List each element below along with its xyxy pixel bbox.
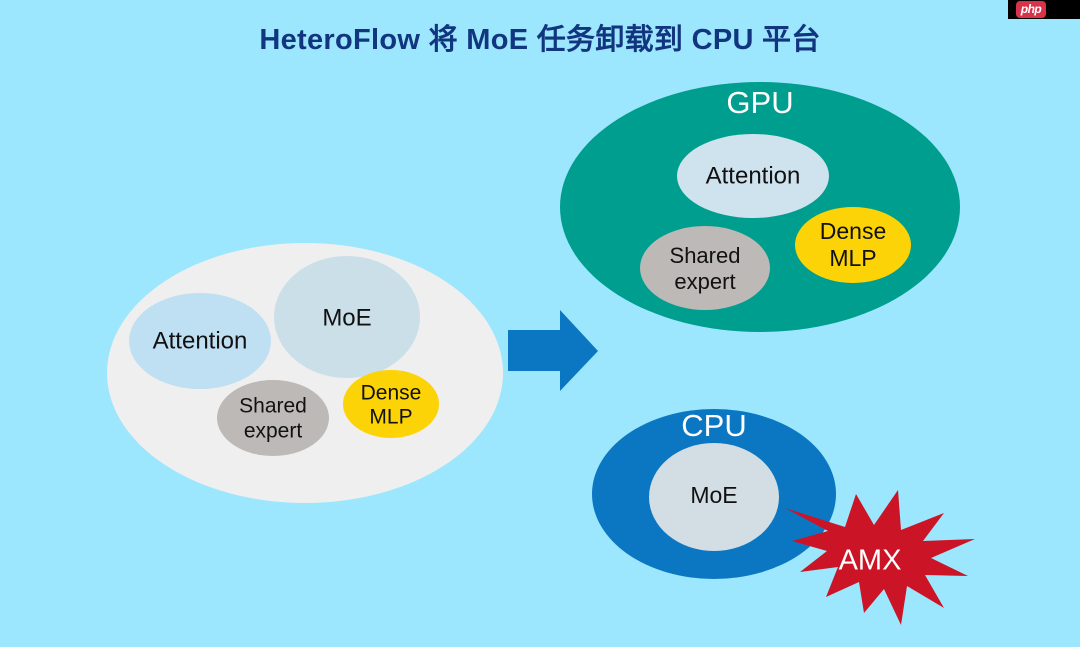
cpu-group-title: CPU xyxy=(681,408,746,443)
watermark: php xyxy=(1008,0,1080,19)
cpu-moe-ellipse xyxy=(649,443,779,551)
source-dense-mlp-ellipse xyxy=(343,370,439,438)
source-moe-ellipse xyxy=(274,256,420,378)
cpu-node-moe[interactable]: MoE xyxy=(649,443,779,551)
gpu-group-title: GPU xyxy=(726,85,793,120)
cpu-moe-label: MoE xyxy=(690,482,737,508)
gpu-node-attention[interactable]: Attention xyxy=(677,134,829,218)
source-attention-label: Attention xyxy=(153,327,248,354)
amx-badge-label: AMX xyxy=(839,545,902,577)
gpu-dense-mlp-ellipse xyxy=(795,207,911,283)
amx-badge[interactable]: AMX xyxy=(785,490,975,625)
source-dense-mlp-label-line2: MLP xyxy=(369,406,412,429)
source-node-attention[interactable]: Attention xyxy=(129,293,271,389)
gpu-node-dense-mlp[interactable]: Dense MLP xyxy=(795,207,911,283)
cpu-group: CPU MoE AMX xyxy=(592,408,975,625)
php-logo-icon: php xyxy=(1016,1,1046,18)
source-attention-ellipse xyxy=(129,293,271,389)
source-node-moe[interactable]: MoE xyxy=(274,256,420,378)
page-title: HeteroFlow 将 MoE 任务卸载到 CPU 平台 xyxy=(259,24,821,56)
source-dense-mlp-label-line1: Dense xyxy=(361,382,422,405)
source-moe-label: MoE xyxy=(322,304,371,331)
source-group: Attention MoE Shared expert Dense MLP xyxy=(107,243,503,503)
amx-starburst-icon xyxy=(785,490,975,625)
gpu-shared-expert-label-line1: Shared xyxy=(670,243,741,268)
source-shared-expert-label-line1: Shared xyxy=(239,395,307,418)
gpu-dense-mlp-label-line2: MLP xyxy=(829,245,876,271)
gpu-node-shared-expert[interactable]: Shared expert xyxy=(640,226,770,310)
gpu-attention-label: Attention xyxy=(706,162,801,189)
gpu-attention-ellipse xyxy=(677,134,829,218)
gpu-dense-mlp-label-line1: Dense xyxy=(820,218,886,244)
gpu-shared-expert-label-line2: expert xyxy=(674,269,735,294)
offload-arrow[interactable] xyxy=(508,310,598,391)
source-shared-expert-ellipse xyxy=(217,380,329,456)
source-shared-expert-label-line2: expert xyxy=(244,420,303,443)
source-node-shared-expert[interactable]: Shared expert xyxy=(217,380,329,456)
source-node-dense-mlp[interactable]: Dense MLP xyxy=(343,370,439,438)
gpu-group: GPU Attention Shared expert Dense MLP xyxy=(560,82,960,332)
gpu-shared-expert-ellipse xyxy=(640,226,770,310)
offload-arrow-shape xyxy=(508,310,598,391)
